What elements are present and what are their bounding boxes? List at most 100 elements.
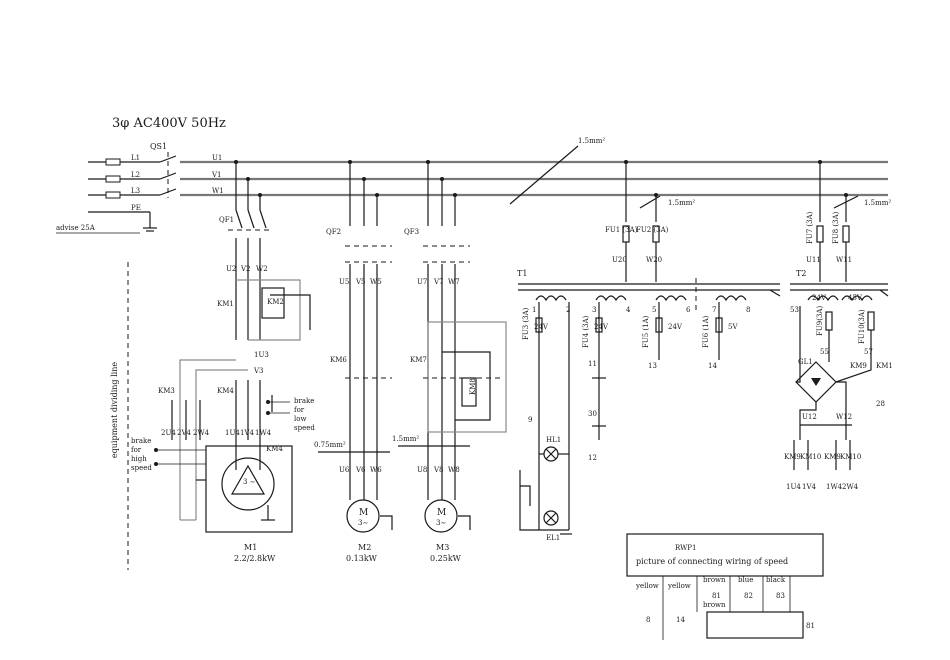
hl1-label: HL1 xyxy=(546,436,561,444)
m1-terminal-u2: U2 xyxy=(226,265,236,273)
m3-terminal-w7: W7 xyxy=(448,278,460,286)
m2-name: M2 xyxy=(358,543,371,552)
qf2-label: QF2 xyxy=(326,228,341,236)
m3-symbol: M xyxy=(437,508,446,518)
m2-out-u6: U6 xyxy=(339,466,350,474)
rwp1-id: RWP1 xyxy=(675,544,696,552)
node-9: 9 xyxy=(528,416,532,424)
brake-high-3: high xyxy=(131,455,147,463)
node-55: 55 xyxy=(820,348,829,356)
node-13: 13 xyxy=(648,362,657,370)
wire-yellow-1: yellow xyxy=(635,582,659,590)
m1-high-1v4: 1V4 xyxy=(240,429,255,437)
m2-out-v6: V6 xyxy=(355,466,366,474)
brake-term-1v4: 1V4 xyxy=(802,483,817,491)
m3-terminal-v7: V7 xyxy=(433,278,444,286)
t2-voltage-45: 45V xyxy=(848,294,863,302)
node-30: 30 xyxy=(588,410,597,418)
km1-aux-label: KM1 xyxy=(876,362,893,370)
m1-low-2v4: 2V4 xyxy=(177,429,192,437)
phase-l2-label: L2 xyxy=(131,171,140,179)
brake-high-4: speed xyxy=(131,464,152,472)
brake-high-2: for xyxy=(131,446,142,454)
rwp1-connection: RWP1 picture of connecting wiring of spe… xyxy=(626,533,824,640)
phase-l3-label: L3 xyxy=(131,187,140,195)
node-57: 57 xyxy=(864,348,873,356)
fu9-label: FU9(3A) xyxy=(816,306,824,336)
m1-winding: 3 ∼ xyxy=(243,478,256,486)
fu6-label: FU6 (1A) xyxy=(702,315,710,348)
gl1-label: GL1 xyxy=(798,358,813,366)
node-11: 11 xyxy=(588,360,597,368)
m2-terminal-w5: W5 xyxy=(370,278,382,286)
brake-km10-b: KM10 xyxy=(840,453,861,461)
m2-symbol: M xyxy=(359,508,368,518)
el1-label: EL1 xyxy=(546,534,560,542)
transformer-t1-circuit: 1.5mm² FU1 (3A) FU2 (3A) U20 W20 T1 1 2 … xyxy=(517,160,781,542)
fu8-label: FU8 (3A) xyxy=(832,211,840,244)
t1-out-u20: U20 xyxy=(612,256,627,264)
node-53: 53 xyxy=(790,306,799,314)
t2-label: T2 xyxy=(796,269,806,278)
m2-terminal-u5: U5 xyxy=(339,278,349,286)
t1-tap-2: 2 xyxy=(566,306,570,314)
km2-label: KM2 xyxy=(267,298,284,306)
phase-l1-label: L1 xyxy=(131,154,140,162)
km1-label: KM1 xyxy=(217,300,234,308)
m3-phase: 3∼ xyxy=(436,519,446,527)
qf3-label: QF3 xyxy=(404,228,419,236)
node-28: 28 xyxy=(876,400,885,408)
brake-term-2w4: 2W4 xyxy=(842,483,859,491)
m1-power: 2.2/2.8kW xyxy=(234,554,276,563)
node-12: 12 xyxy=(588,454,597,462)
m1-high-1u4: 1U4 xyxy=(225,429,240,437)
motor-m1-circuit: QF1 U2 V2 W2 KM1 KM2 1U3 V3 KM4 KM3 2U4 … xyxy=(131,160,315,563)
brake-low-4: speed xyxy=(294,424,315,432)
rwp1-caption: picture of connecting wiring of speed xyxy=(636,557,788,566)
main-wire-size: 1.5mm² xyxy=(578,137,605,145)
advise-label: advise 25A xyxy=(56,224,96,232)
brake-low-1: brake xyxy=(294,397,314,405)
m1-terminal-w2: W2 xyxy=(256,265,268,273)
t1-tap-5: 5 xyxy=(652,306,656,314)
wire-blue: blue xyxy=(738,576,753,584)
fu4-label: FU4 (3A) xyxy=(582,315,590,348)
t2-voltage-24: 24V xyxy=(812,294,827,302)
t1-tap-8: 8 xyxy=(746,306,750,314)
brake-out-w12: W12 xyxy=(836,413,852,421)
km4-label-2: KM4 xyxy=(266,445,283,453)
km6-label: KM6 xyxy=(330,356,347,364)
wire-brown-2: brown xyxy=(703,601,726,609)
wire-black: black xyxy=(766,576,786,584)
fu3-label: FU3 (3A) xyxy=(522,307,530,340)
rwp-num-82: 82 xyxy=(744,592,753,600)
rwp-num-83: 83 xyxy=(776,592,785,600)
m1-low-2u4: 2U4 xyxy=(161,429,176,437)
motor-m3-circuit: QF3 U7 V7 W7 KM7 KM8 1.5mm² U8 V8 W8 M 3… xyxy=(392,160,507,563)
km9-aux-label: KM9 xyxy=(850,362,867,370)
qs1-label: QS1 xyxy=(150,142,167,151)
m1-terminal-v2: V2 xyxy=(240,265,251,273)
t2-out-u11: U11 xyxy=(806,256,821,264)
brake-low-3: low xyxy=(294,415,306,423)
m3-wire-size: 1.5mm² xyxy=(392,435,419,443)
rwp-left-14: 14 xyxy=(676,616,685,624)
km7-label: KM7 xyxy=(410,356,427,364)
fu10-label: FU10(3A) xyxy=(858,309,866,344)
m1-high-1w4: 1W4 xyxy=(255,429,272,437)
brake-km9-a: KM9 xyxy=(784,453,801,461)
t1-tap-7: 7 xyxy=(712,306,716,314)
motor-m2-circuit: QF2 U5 V5 W5 KM6 0.75mm² U6 V6 W6 M 3∼ M… xyxy=(314,160,393,563)
km3-label: KM3 xyxy=(158,387,175,395)
t1-tap-1: 1 xyxy=(532,306,536,314)
m1-low-2w4: 2W4 xyxy=(193,429,210,437)
fu7-label: FU7 (3A) xyxy=(806,211,814,244)
wire-brown: brown xyxy=(703,576,726,584)
brake-high-1: brake xyxy=(131,437,151,445)
m2-wire-size: 0.75mm² xyxy=(314,441,346,449)
m1-name: M1 xyxy=(244,543,257,552)
transformer-t2-circuit: 1.5mm² FU7 (3A) FU8 (3A) U11 W11 T2 24V … xyxy=(784,160,893,491)
rwp-left-8: 8 xyxy=(646,616,650,624)
qf1-label: QF1 xyxy=(219,216,234,224)
